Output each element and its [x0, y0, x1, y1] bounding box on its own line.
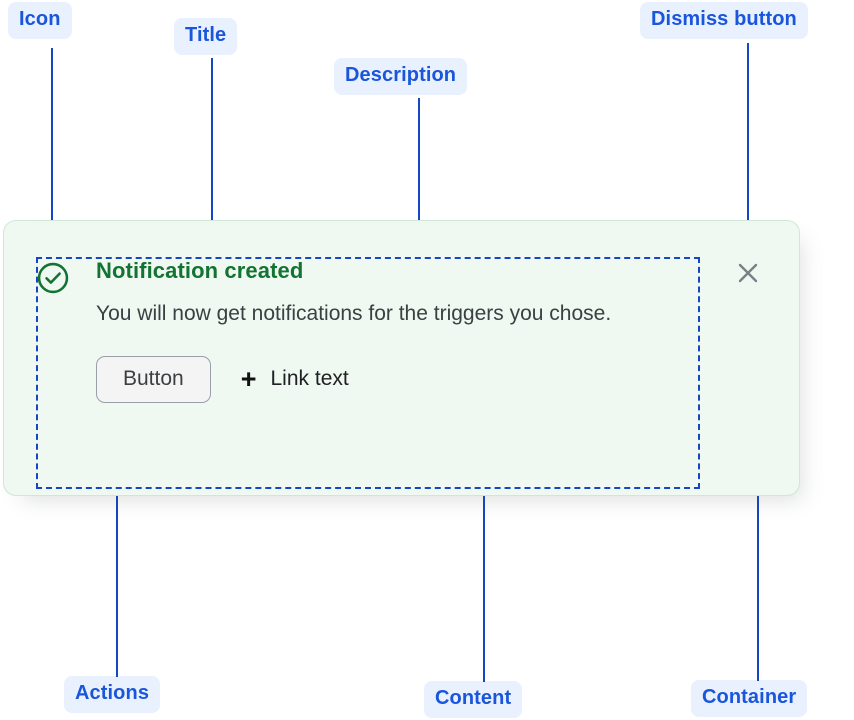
leader-line-container [757, 472, 759, 681]
dismiss-button[interactable] [730, 256, 766, 292]
leader-line-actions [116, 466, 118, 677]
leader-line-description [418, 98, 420, 305]
annotation-chip-title: Title [174, 18, 238, 55]
leader-line-icon [51, 48, 53, 250]
annotation-chip-description: Description [334, 58, 468, 95]
leader-line-title [211, 58, 213, 264]
check-circle-icon [35, 260, 71, 296]
annotation-chip-actions: Actions [64, 676, 161, 713]
notification-body: Notification created You will now get no… [96, 256, 696, 403]
action-link-label: Link text [270, 367, 349, 391]
notification-content-region [36, 257, 700, 489]
plus-icon: + [240, 363, 257, 394]
action-button[interactable]: Button [96, 355, 211, 403]
annotation-chip-container: Container [691, 680, 808, 717]
leader-line-dismiss-button [747, 43, 749, 249]
close-icon [733, 263, 763, 291]
notification-actions: Button + Link text [96, 355, 696, 403]
action-link[interactable]: + Link text [240, 363, 349, 394]
leader-line-content [483, 471, 485, 682]
annotation-chip-icon: Icon [8, 2, 72, 39]
notification-title: Notification created [96, 258, 304, 283]
annotation-chip-content: Content [424, 681, 523, 718]
annotation-chip-dismiss-button: Dismiss button [640, 2, 808, 39]
notification-description: You will now get notifications for the t… [96, 301, 612, 325]
